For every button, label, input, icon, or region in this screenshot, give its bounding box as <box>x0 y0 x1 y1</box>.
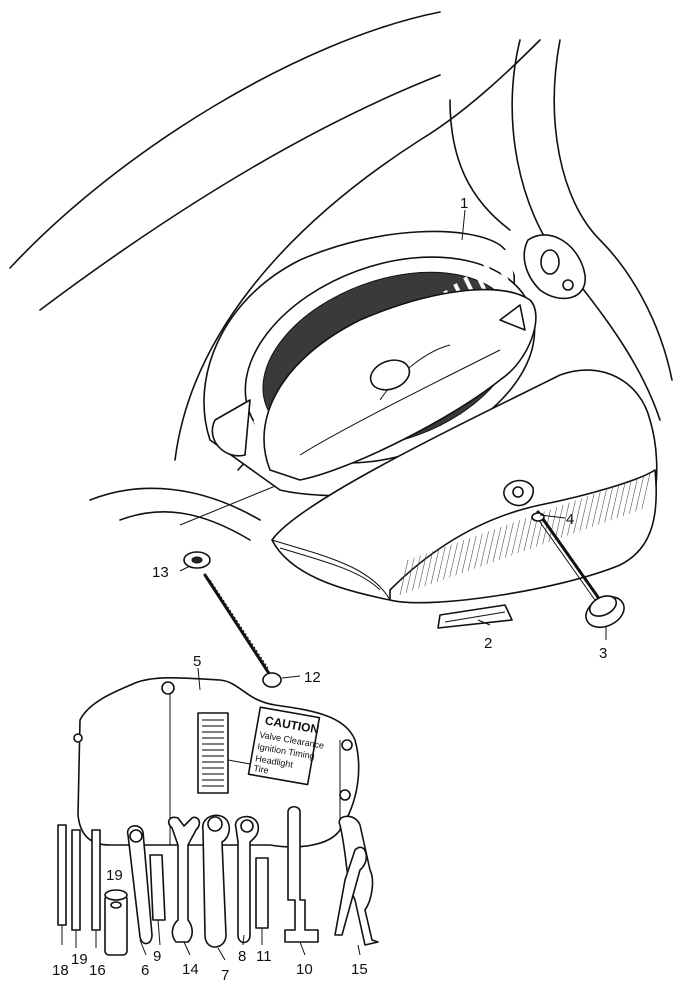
mounting-bracket <box>523 234 586 300</box>
callout-11: 11 <box>256 948 272 965</box>
tool-bag: CAUTION Valve Clearance Ignition Timing … <box>73 676 360 848</box>
cover-shading <box>399 474 651 596</box>
callout-4: 4 <box>566 511 574 528</box>
leader-lines <box>139 209 607 961</box>
callout-10: 10 <box>296 961 313 978</box>
callout-12: 12 <box>304 669 321 686</box>
callout-1: 1 <box>460 195 468 212</box>
callout-19-right: 19 <box>106 867 123 884</box>
bag-label-lines <box>202 719 224 787</box>
callout-labels: 1 2 3 4 5 6 7 8 9 10 11 12 13 14 15 16 1… <box>52 195 607 984</box>
callout-16: 16 <box>89 962 106 979</box>
callout-3: 3 <box>599 645 607 662</box>
callout-14: 14 <box>182 961 199 978</box>
callout-8: 8 <box>238 948 246 965</box>
long-bolt-assembly <box>183 551 282 688</box>
callout-15: 15 <box>351 961 368 978</box>
callout-19-left: 19 <box>71 951 88 968</box>
callout-6: 6 <box>141 962 149 979</box>
callout-18: 18 <box>52 962 69 979</box>
caution-line-4: Tire <box>253 763 270 775</box>
callout-7: 7 <box>221 967 229 984</box>
callout-2: 2 <box>484 635 492 652</box>
callout-5: 5 <box>193 653 201 670</box>
caution-label: CAUTION Valve Clearance Ignition Timing … <box>247 706 325 786</box>
cover-bolt-assembly <box>503 479 625 629</box>
callout-13: 13 <box>152 564 169 581</box>
callout-9: 9 <box>153 948 161 965</box>
tool-set <box>57 805 379 956</box>
